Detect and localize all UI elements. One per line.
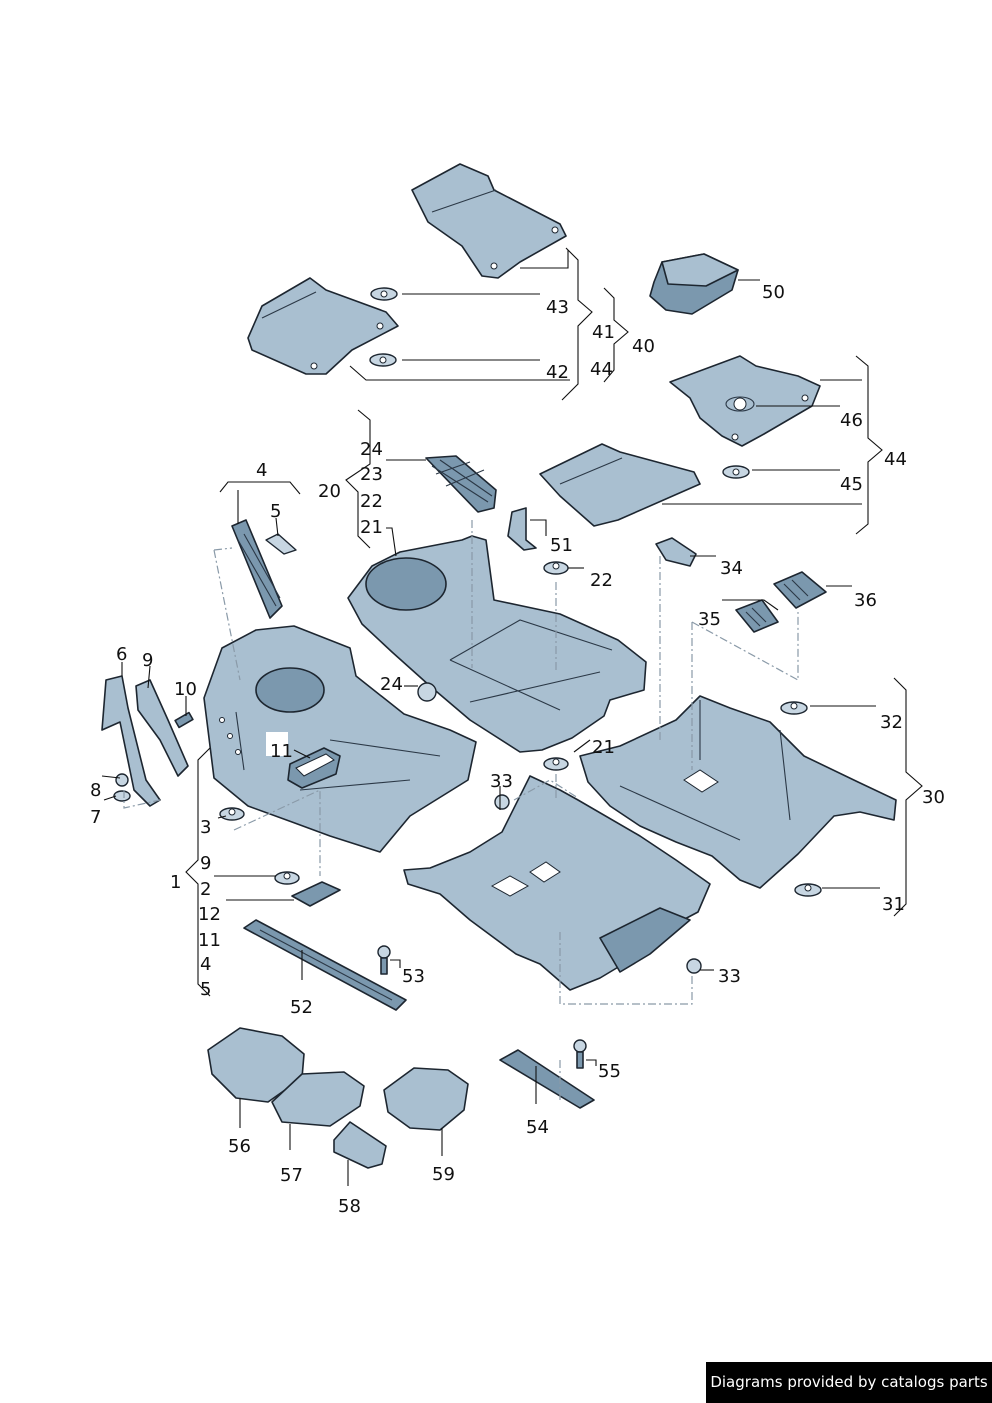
label-4-top: 4: [256, 460, 267, 481]
sill-strip-54: [499, 1049, 595, 1109]
label-8: 8: [90, 780, 101, 801]
label-59: 59: [432, 1164, 455, 1185]
label-56: 56: [228, 1136, 251, 1157]
label-57: 57: [280, 1165, 303, 1186]
trim-panel-4: [231, 519, 283, 619]
clip-3: [219, 807, 245, 821]
part-labels: 43 41 40 44 42 50 46 44 45 24 23 20 22 2…: [90, 282, 945, 1217]
label-42: 42: [546, 362, 569, 383]
label-46: 46: [840, 410, 863, 431]
label-44-upper: 44: [590, 359, 613, 380]
center-carpet-section: [403, 775, 711, 991]
label-11-vent: 11: [270, 741, 293, 762]
label-24-clip: 24: [380, 674, 403, 695]
clip-5: [265, 533, 297, 555]
clip-22: [543, 561, 569, 575]
front-floor-mat-rear-large: [411, 163, 567, 279]
label-32: 32: [880, 712, 903, 733]
label-2: 2: [200, 879, 211, 900]
label-24: 24: [360, 439, 383, 460]
label-58: 58: [338, 1196, 361, 1217]
label-45: 45: [840, 474, 863, 495]
label-5-list: 5: [200, 979, 211, 1000]
label-35: 35: [698, 609, 721, 630]
front-carpet-section: [347, 535, 647, 753]
label-4-list: 4: [200, 954, 211, 975]
label-44-right: 44: [884, 449, 907, 470]
label-10: 10: [174, 679, 197, 700]
label-22-clip: 22: [590, 570, 613, 591]
cap-34: [655, 537, 697, 567]
pad-36: [773, 571, 827, 609]
left-carpet-section: [203, 625, 477, 853]
label-31: 31: [882, 894, 905, 915]
label-9-list: 9: [200, 853, 211, 874]
tray-insert-50: [649, 253, 739, 315]
label-53: 53: [402, 966, 425, 987]
front-floor-mat-left: [247, 277, 399, 375]
label-40: 40: [632, 336, 655, 357]
bracket-6: [101, 675, 161, 807]
label-33-upper: 33: [490, 771, 513, 792]
label-5-top: 5: [270, 501, 281, 522]
pad-35: [735, 599, 779, 633]
push-rivet-33b: [686, 958, 702, 974]
label-50: 50: [762, 282, 785, 303]
bracket-9: [135, 679, 189, 777]
label-20: 20: [318, 481, 341, 502]
label-23: 23: [360, 464, 383, 485]
rear-floor-mat-left: [539, 443, 701, 527]
foam-block-59: [383, 1067, 469, 1131]
label-7: 7: [90, 807, 101, 828]
sill-strip-52: [243, 919, 407, 1011]
mat-clip-45: [722, 465, 750, 479]
washer-7: [113, 790, 131, 802]
assembly-lines: [123, 520, 799, 1100]
leader-lines: [101, 247, 923, 1186]
label-52: 52: [290, 997, 313, 1018]
clip-32: [780, 701, 808, 715]
foam-block-58: [333, 1121, 387, 1169]
bolt-10: [174, 711, 194, 729]
label-33-lower: 33: [718, 966, 741, 987]
rear-floor-mat-right: [669, 355, 821, 447]
label-21: 21: [360, 517, 383, 538]
screw-53: [377, 945, 391, 975]
label-21-clip: 21: [592, 737, 615, 758]
mat-clip-bottom: [369, 353, 397, 367]
label-51: 51: [550, 535, 573, 556]
attribution-banner: Diagrams provided by catalogs parts: [706, 1362, 992, 1403]
clip-9: [274, 871, 300, 885]
label-36: 36: [854, 590, 877, 611]
label-3: 3: [200, 817, 211, 838]
mat-clip-top: [370, 287, 398, 301]
heel-pad-23: [425, 455, 497, 513]
screw-55: [573, 1039, 587, 1069]
label-9-bracket: 9: [142, 650, 153, 671]
label-55: 55: [598, 1061, 621, 1082]
label-1: 1: [170, 872, 181, 893]
clip-31: [794, 883, 822, 897]
label-30: 30: [922, 787, 945, 808]
nut-8: [115, 773, 129, 787]
push-rivet-33a: [494, 794, 510, 810]
foam-block-57: [271, 1071, 365, 1127]
label-12: 12: [198, 904, 221, 925]
label-11-list: 11: [198, 930, 221, 951]
bracket-51: [507, 507, 537, 551]
clip-24: [417, 682, 437, 702]
label-6: 6: [116, 644, 127, 665]
label-34: 34: [720, 558, 743, 579]
clip-21: [543, 757, 569, 771]
pad-12: [291, 881, 341, 907]
rear-carpet-section: [579, 695, 897, 889]
label-43: 43: [546, 297, 569, 318]
label-41: 41: [592, 322, 615, 343]
vent-11: [287, 747, 341, 789]
label-54: 54: [526, 1117, 549, 1138]
label-22: 22: [360, 491, 383, 512]
